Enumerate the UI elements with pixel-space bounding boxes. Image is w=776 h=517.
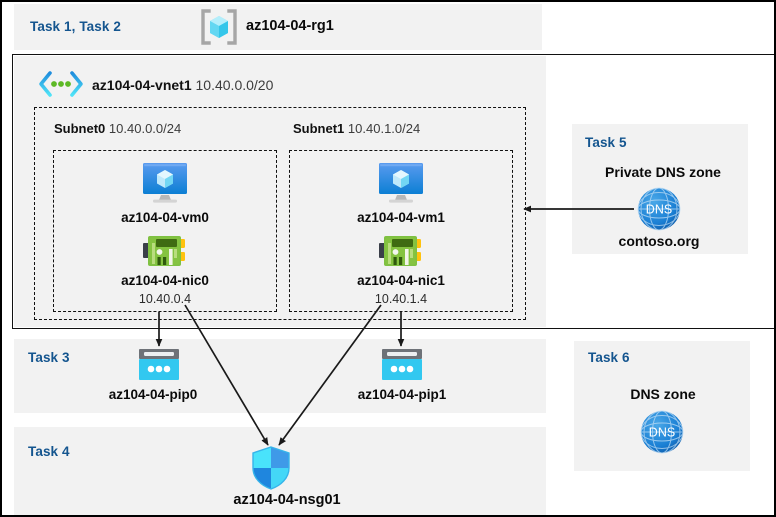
nic0-name: az104-04-nic0	[121, 273, 209, 288]
virtual-network-icon	[38, 71, 84, 97]
task5-zone-name: contoso.org	[618, 233, 700, 249]
task1-task2-label: Task 1, Task 2	[30, 19, 121, 34]
task5-label: Task 5	[585, 135, 627, 150]
resource-group-name: az104-04-rg1	[246, 18, 334, 34]
task1-task2-panel	[14, 4, 542, 50]
subnet0-name: Subnet0	[54, 121, 106, 136]
subnet0-header: Subnet0 10.40.0.0/24	[54, 121, 181, 136]
nic1-ip: 10.40.1.4	[374, 292, 428, 306]
task3-panel	[14, 339, 546, 413]
network-security-group-icon	[251, 446, 291, 490]
vnet-header: az104-04-vnet1 10.40.0.0/20	[92, 77, 273, 93]
task5-title: Private DNS zone	[605, 164, 721, 180]
vnet-panel	[14, 56, 546, 327]
subnet0-prefix: 10.40.0.0/24	[108, 121, 182, 136]
task4-label: Task 4	[28, 444, 70, 459]
vnet-address-space: 10.40.0.0/20	[195, 77, 274, 93]
pip0-name: az104-04-pip0	[108, 387, 198, 402]
task6-label: Task 6	[588, 350, 630, 365]
nic0-ip: 10.40.0.4	[138, 292, 192, 306]
subnet0-box	[53, 150, 277, 312]
public-ip-address-icon	[139, 349, 179, 380]
nsg-name: az104-04-nsg01	[233, 492, 341, 508]
public-ip-address-icon	[382, 349, 422, 380]
vm0-name: az104-04-vm0	[121, 210, 209, 225]
task3-label: Task 3	[28, 350, 70, 365]
subnet1-prefix: 10.40.1.0/24	[347, 121, 421, 136]
vm1-name: az104-04-vm1	[357, 210, 445, 225]
task6-title: DNS zone	[630, 386, 696, 402]
dns-zone-icon: DNS	[636, 186, 682, 232]
resource-group-icon	[199, 8, 239, 46]
subnet1-box	[289, 150, 513, 312]
virtual-machine-icon	[141, 162, 189, 204]
subnet1-header: Subnet1 10.40.1.0/24	[293, 121, 420, 136]
svg-text:DNS: DNS	[646, 203, 672, 217]
vnet-name: az104-04-vnet1	[92, 77, 192, 93]
pip1-name: az104-04-pip1	[357, 387, 447, 402]
nic1-name: az104-04-nic1	[357, 273, 445, 288]
virtual-machine-icon	[377, 162, 425, 204]
svg-text:DNS: DNS	[649, 426, 675, 440]
network-interface-icon	[379, 234, 423, 268]
subnet1-name: Subnet1	[293, 121, 345, 136]
vnet-box	[12, 54, 774, 329]
network-interface-icon	[143, 234, 187, 268]
dns-zone-icon: DNS	[639, 409, 685, 455]
